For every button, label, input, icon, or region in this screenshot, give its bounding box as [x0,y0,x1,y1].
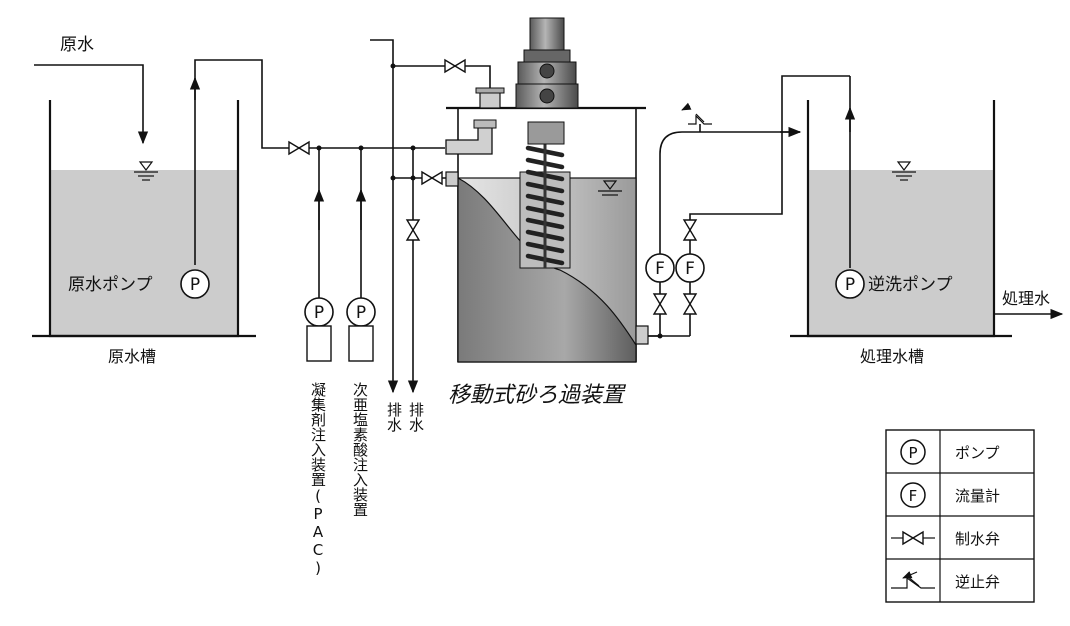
treated-water-label: 処理水 [1002,289,1050,308]
gate-valve-icon [652,293,668,315]
pump-symbol-letter: P [356,303,366,323]
water-level-mark-icon [598,180,622,196]
raw-water-inflow-pipe [34,64,149,145]
drive-motor-icon [515,17,579,145]
raw-water-pump-discharge-pipe [194,59,445,265]
pump-icon [900,439,926,465]
mobile-sand-filter-label: 移動式砂ろ過装置 [448,383,627,408]
coagulant-tank-icon [306,325,332,362]
gate-valve-icon [421,170,443,186]
mobile-sand-filter [445,17,649,363]
overflow-pipe [393,65,491,90]
treated-water-tank [790,100,1012,338]
raw-water-label: 原水 [60,35,94,55]
raw-water-tank-water [50,170,238,336]
water-level-mark-icon [892,161,916,181]
water-level-mark-icon [134,161,158,181]
motor-window [539,63,555,79]
filter-drain-nozzle [445,171,459,187]
pipe-junction [390,63,396,69]
legend-symbol: P [908,444,917,462]
legend-item-flowmeter: F 流量計 [900,482,1000,508]
flowmeter-symbol-1: F [645,253,675,283]
pump-symbol-letter: P [314,303,324,323]
flowmeter-icon [645,253,675,283]
gate-valve-icon [288,140,310,156]
legend-label: 制水弁 [955,530,1000,548]
legend-item-check-valve: 逆止弁 [891,571,1000,591]
check-valve-icon [891,571,935,589]
backwash-pump-symbol: P [835,269,865,299]
filter-inlet-flange [473,119,497,129]
drain-label-2: 排水 [407,402,425,432]
legend-symbol: F [909,487,918,505]
backwash-pump-label: 逆洗ポンプ [868,275,953,295]
gate-valve-icon [682,293,698,315]
flowmeter-symbol-letter: F [655,259,665,279]
motor-window [539,88,555,104]
legend-item-gate-valve: 制水弁 [891,530,1000,548]
legend-item-pump: P ポンプ [900,439,1000,465]
legend-label: 逆止弁 [955,573,1000,591]
treated-water-tank-label: 処理水槽 [860,347,924,366]
filter-outlet-nozzle [635,325,649,345]
pump-icon [180,269,210,299]
motor-body [529,17,565,51]
hypochlorite-pump-symbol: P [346,297,376,362]
drain-pipe-1 [370,39,399,394]
gate-valve-icon [682,219,698,241]
filtrate-outlet-pipe [648,126,802,337]
raw-water-pump-symbol: P [180,269,210,299]
flowmeter-symbol-2: F [675,253,705,283]
gate-valve-icon [405,219,421,241]
filter-sand-bed [457,177,637,363]
pump-symbol-letter: P [845,275,855,295]
motor-fan-cover [523,49,571,63]
gate-valve-icon [444,58,466,74]
legend-label: 流量計 [955,487,1000,505]
filter-overflow-flange [475,87,505,94]
drain-label-1: 排水 [385,402,403,432]
flowmeter-icon [900,482,926,508]
coagulant-pump-symbol: P [304,297,334,362]
pipe-junction [410,145,416,151]
gate-valve-icon [891,530,935,546]
hypochlorite-injector-label: 次亜塩素酸注入装置 [351,382,369,517]
legend-label: ポンプ [955,444,1000,462]
motor-coupling [527,121,565,145]
raw-water-pump-label: 原水ポンプ [68,275,153,295]
flowmeter-symbol-letter: F [685,259,695,279]
treated-water-tank-water [808,170,994,336]
raw-water-tank [32,100,256,338]
pump-symbol-letter: P [190,275,200,295]
legend: P ポンプ F 流量計 制水弁 逆止弁 [885,429,1035,603]
pump-icon [835,269,865,299]
check-valve-icon [681,102,712,125]
pipe-junction [390,175,396,181]
screw-conveyor-icon [525,140,565,268]
raw-water-tank-label: 原水槽 [108,347,156,366]
coagulant-injector-label: 凝集剤注入装置(PAC) [309,382,327,577]
hypochlorite-tank-icon [348,325,374,362]
flowmeter-icon [675,253,705,283]
